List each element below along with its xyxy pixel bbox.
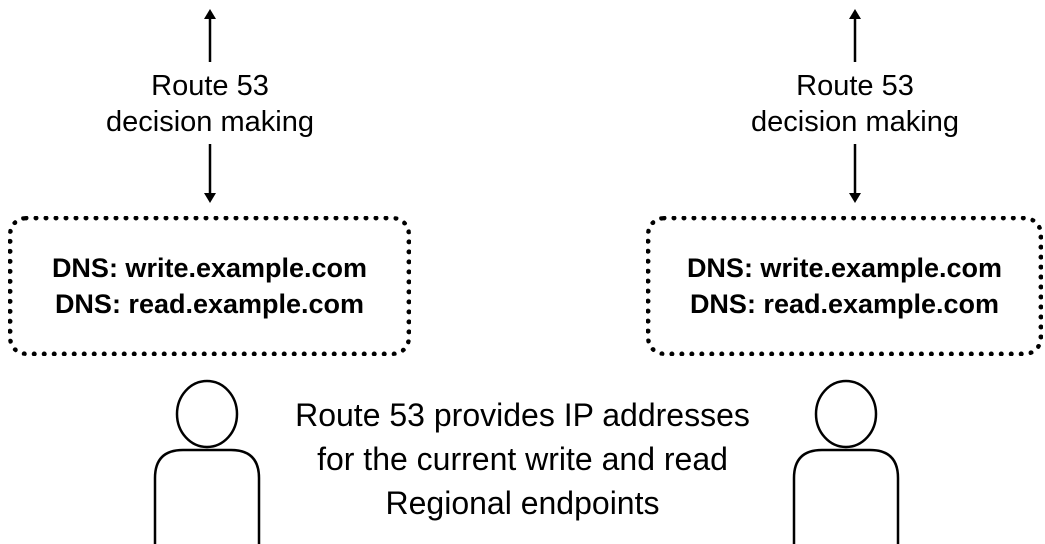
right-dns-box: DNS: write.example.com DNS: read.example… bbox=[646, 216, 1043, 356]
right-decision-line2: decision making bbox=[751, 106, 959, 138]
right-user-icon bbox=[792, 379, 900, 544]
caption-line1: Route 53 provides IP addresses bbox=[295, 397, 750, 433]
right-decision-label: Route 53 decision making bbox=[725, 68, 985, 140]
right-dns-write: DNS: write.example.com bbox=[686, 253, 1003, 283]
left-decision-line2: decision making bbox=[106, 106, 314, 138]
left-decision-label: Route 53 decision making bbox=[80, 68, 340, 140]
right-dns-read: DNS: read.example.com bbox=[689, 289, 1000, 319]
left-dns-box: DNS: write.example.com DNS: read.example… bbox=[8, 216, 411, 356]
left-dns-write: DNS: write.example.com bbox=[51, 253, 368, 283]
right-decision-line1: Route 53 bbox=[796, 70, 914, 102]
caption-line3: Regional endpoints bbox=[385, 485, 660, 521]
left-user-icon bbox=[153, 379, 261, 544]
left-decision-line1: Route 53 bbox=[151, 70, 269, 102]
caption-line2: for the current write and read bbox=[317, 441, 728, 477]
left-dns-read: DNS: read.example.com bbox=[54, 289, 365, 319]
caption: Route 53 provides IP addresses for the c… bbox=[240, 393, 805, 525]
